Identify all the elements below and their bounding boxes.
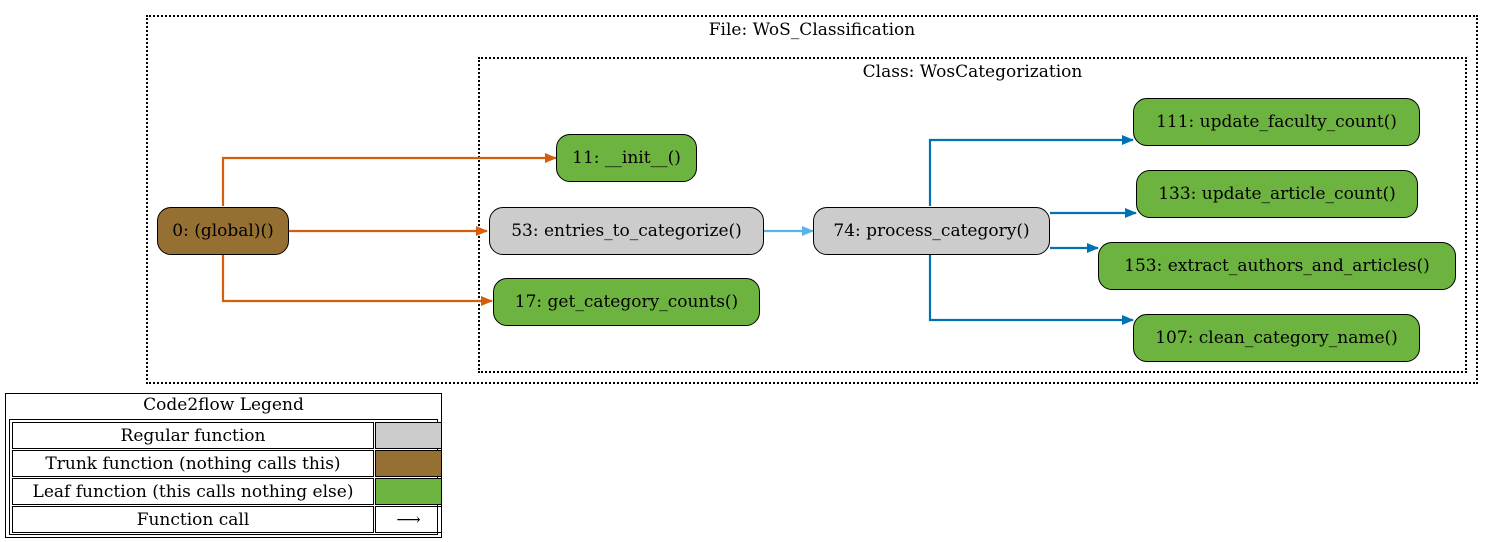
node-update-article-count[interactable]: 133: update_article_count() xyxy=(1136,170,1418,218)
node-process-category[interactable]: 74: process_category() xyxy=(813,207,1050,255)
class-cluster-label: Class: WosCategorization xyxy=(862,62,1083,82)
node-extract-authors-and-articles[interactable]: 153: extract_authors_and_articles() xyxy=(1098,242,1456,290)
legend-title: Code2flow Legend xyxy=(143,395,304,415)
node-init[interactable]: 11: __init__() xyxy=(556,134,697,182)
node-clean-category-name[interactable]: 107: clean_category_name() xyxy=(1133,314,1420,362)
legend-row-trunk: Trunk function (nothing calls this) xyxy=(12,450,442,477)
legend-label-regular: Regular function xyxy=(12,422,374,449)
edge-global-to-get-counts[interactable] xyxy=(221,255,493,306)
legend-row-leaf: Leaf function (this calls nothing else) xyxy=(12,478,442,505)
class-cluster: Class: WosCategorization xyxy=(478,57,1467,373)
legend-table: Regular function Trunk function (nothing… xyxy=(9,419,442,535)
file-cluster: File: WoS_Classification xyxy=(146,15,1478,384)
node-entries-to-categorize[interactable]: 53: entries_to_categorize() xyxy=(489,207,764,255)
legend: Code2flow Legend Regular function Trunk … xyxy=(5,393,442,538)
legend-swatch-trunk xyxy=(375,450,442,477)
arrow-icon: ⟶ xyxy=(375,506,442,533)
node-get-category-counts[interactable]: 17: get_category_counts() xyxy=(493,278,760,326)
legend-label-trunk: Trunk function (nothing calls this) xyxy=(12,450,374,477)
node-global[interactable]: 0: (global)() xyxy=(157,207,289,255)
legend-row-regular: Regular function xyxy=(12,422,442,449)
legend-swatch-leaf xyxy=(375,478,442,505)
file-cluster-label: File: WoS_Classification xyxy=(708,20,916,40)
legend-label-leaf: Leaf function (this calls nothing else) xyxy=(12,478,374,505)
node-update-faculty-count[interactable]: 111: update_faculty_count() xyxy=(1133,98,1420,146)
legend-swatch-regular xyxy=(375,422,442,449)
legend-label-function-call: Function call xyxy=(12,506,374,533)
edge-process-to-faculty[interactable] xyxy=(928,135,1134,206)
edge-process-to-clean[interactable] xyxy=(928,255,1134,325)
edge-global-to-init[interactable] xyxy=(221,153,557,206)
legend-row-function-call: Function call ⟶ xyxy=(12,506,442,533)
